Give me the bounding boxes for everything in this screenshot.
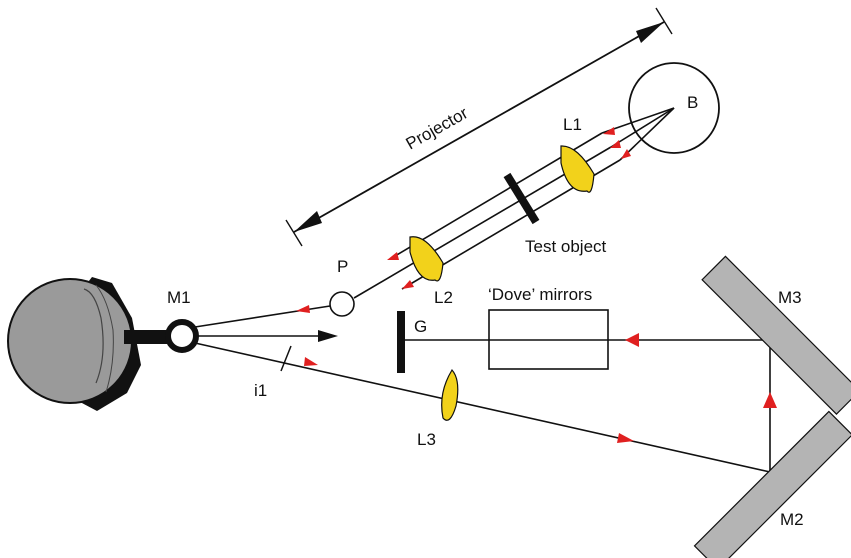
lens-l1 (560, 145, 595, 193)
eye (7, 277, 170, 411)
projector-label: Projector (403, 103, 472, 153)
test-object-label: Test object (525, 237, 607, 256)
test-object (503, 172, 540, 225)
pupil (329, 291, 355, 317)
mirror-m3-label: M3 (778, 288, 802, 307)
lens-l1-label: L1 (563, 115, 582, 134)
red-arrow-m1-upper (296, 305, 310, 313)
grating-label: G (414, 317, 427, 336)
lens-l3-label: L3 (417, 430, 436, 449)
red-arrow-up (763, 392, 777, 408)
image-i1-label: i1 (254, 381, 267, 400)
lens-l2 (409, 236, 444, 282)
image-i1-marker (280, 345, 292, 372)
bulb-label: B (687, 93, 698, 112)
red-arrow-to-m2 (617, 433, 634, 443)
red-arrow-l1-lower (621, 149, 631, 159)
mirror-m2 (693, 410, 851, 558)
red-arrow-m1-lower (304, 357, 318, 366)
projector-dimension (285, 7, 673, 247)
mirror-m1 (165, 319, 199, 353)
direction-arrows (296, 127, 777, 443)
red-arrow-return (625, 333, 639, 347)
m1-rays (194, 305, 771, 473)
bulb (628, 62, 720, 154)
mirror-m2-label: M2 (780, 510, 804, 529)
mirror-m1-label: M1 (167, 288, 191, 307)
lens-l2-label: L2 (434, 288, 453, 307)
red-arrow-l2-lower (402, 280, 414, 289)
mirror-m3 (701, 255, 851, 415)
lens-l3 (441, 368, 459, 421)
red-arrow-l1-upper (603, 127, 615, 135)
dove-mirrors-label: ‘Dove’ mirrors (488, 285, 592, 304)
pupil-label: P (337, 257, 348, 276)
red-arrow-l2-upper (387, 252, 399, 260)
red-arrow-l1-middle (610, 140, 621, 148)
